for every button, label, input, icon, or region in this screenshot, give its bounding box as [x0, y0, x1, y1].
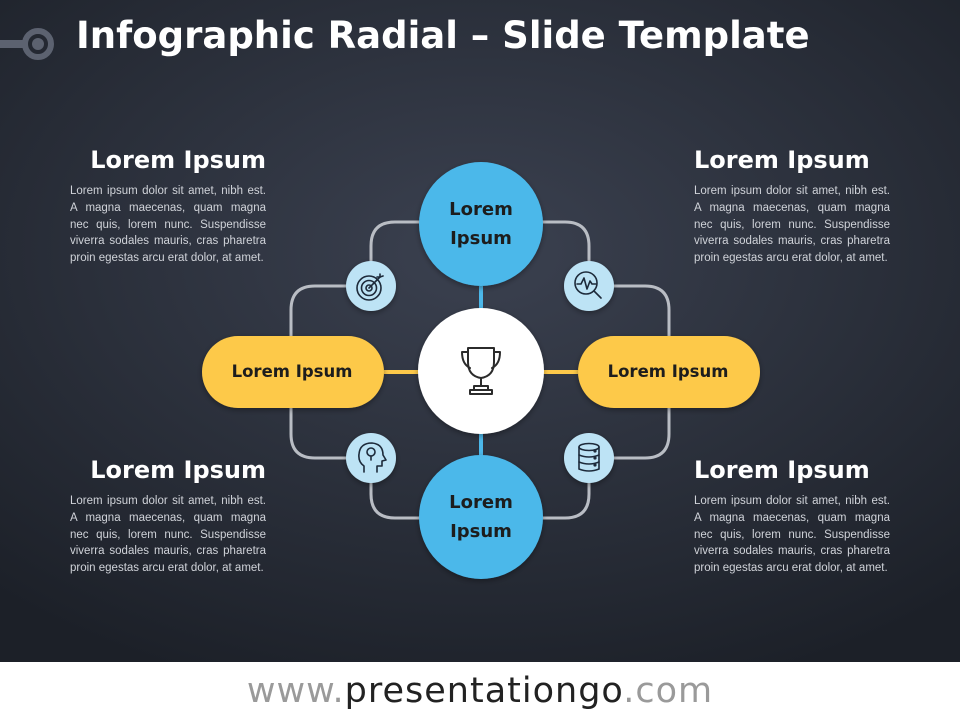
- database-icon: [578, 442, 600, 472]
- block-body: Lorem ipsum dolor sit amet, nibh est. A …: [70, 185, 266, 265]
- node-bottom-label: Lorem Ipsum: [421, 488, 541, 546]
- block-body: Lorem ipsum dolor sit amet, nibh est. A …: [70, 495, 266, 575]
- node-top-line1: Lorem: [449, 199, 513, 220]
- node-top-line2: Ipsum: [450, 228, 512, 249]
- node-right-label: Lorem Ipsum: [607, 362, 729, 381]
- node-bottom-line1: Lorem: [449, 492, 513, 513]
- node-center: [418, 308, 544, 434]
- trophy-icon: [461, 347, 501, 395]
- node-left-label: Lorem Ipsum: [231, 362, 353, 381]
- icon-circle-top-right: [564, 261, 614, 311]
- slide-title: Infographic Radial – Slide Template: [76, 14, 810, 57]
- radial-diagram: [202, 162, 760, 579]
- text-block-top-left: Lorem Ipsum Lorem ipsum dolor sit amet, …: [70, 146, 266, 267]
- target-icon: [356, 273, 384, 301]
- footer: www.presentationgo.com: [0, 662, 960, 720]
- block-body: Lorem ipsum dolor sit amet, nibh est. A …: [694, 185, 890, 265]
- slide-canvas: Infographic Radial – Slide Template Lore…: [0, 0, 960, 662]
- block-heading: Lorem Ipsum: [694, 146, 870, 174]
- text-block-top-right: Lorem Ipsum Lorem ipsum dolor sit amet, …: [694, 146, 890, 267]
- pulse-search-icon: [574, 271, 602, 299]
- block-heading: Lorem Ipsum: [90, 456, 266, 484]
- head-idea-icon: [358, 442, 387, 473]
- footer-prefix: www.: [246, 671, 345, 711]
- node-bottom-line2: Ipsum: [450, 521, 512, 542]
- text-block-bottom-left: Lorem Ipsum Lorem ipsum dolor sit amet, …: [70, 456, 266, 577]
- block-heading: Lorem Ipsum: [694, 456, 870, 484]
- footer-suffix: .com: [623, 671, 714, 711]
- connector-loop: [289, 220, 671, 520]
- node-left: [202, 336, 384, 408]
- node-right: [578, 336, 760, 408]
- footer-brand: presentationgo: [344, 671, 624, 711]
- text-block-bottom-right: Lorem Ipsum Lorem ipsum dolor sit amet, …: [694, 456, 890, 577]
- node-top-label: Lorem Ipsum: [421, 195, 541, 253]
- block-heading: Lorem Ipsum: [90, 146, 266, 174]
- title-decoration-icon: [0, 28, 54, 60]
- block-body: Lorem ipsum dolor sit amet, nibh est. A …: [694, 495, 890, 575]
- node-top: [419, 162, 543, 286]
- icon-circle-bottom-right: [564, 433, 614, 483]
- node-bottom: [419, 455, 543, 579]
